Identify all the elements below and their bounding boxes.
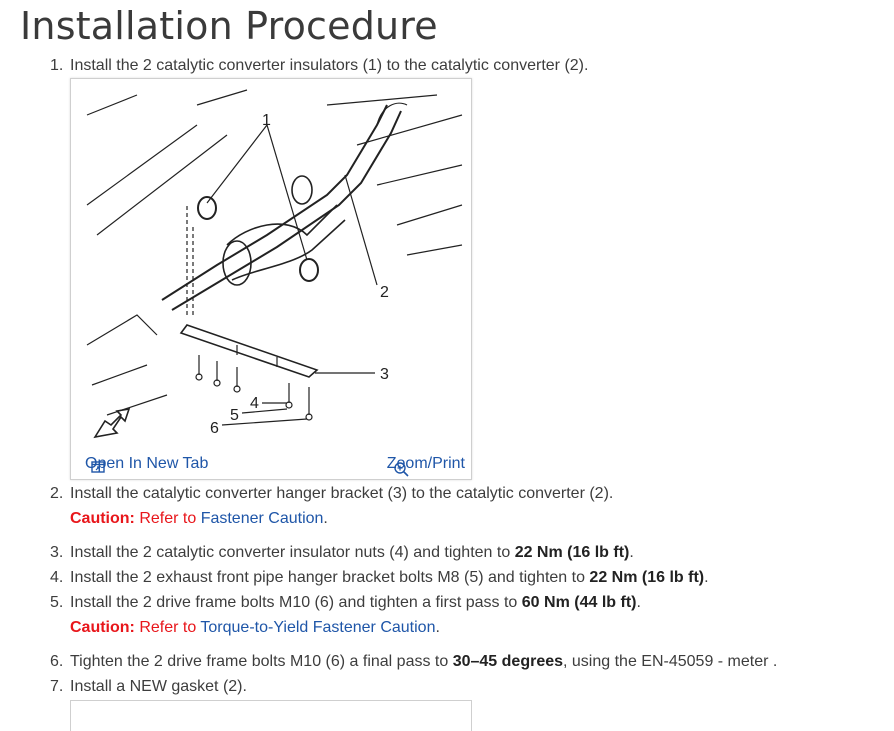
fastener-caution-link[interactable]: Fastener Caution: [200, 510, 324, 527]
zoom-print-link[interactable]: Zoom/Print: [386, 455, 465, 477]
step-6: 6. Tighten the 2 drive frame bolts M10 (6…: [50, 652, 777, 672]
step-text-pre: Install the 2 exhaust front pipe hanger …: [70, 569, 590, 586]
open-in-new-tab-label: Open In New Tab: [85, 455, 209, 472]
open-in-new-tab-link[interactable]: Open In New Tab: [85, 455, 208, 473]
illustration-figure: 1 2 3 4 5 6 Open In New Tab Zoom/Print: [70, 78, 472, 480]
step-2: 2. Install the catalytic converter hanger…: [50, 484, 613, 504]
step-text-post: , using the EN-45059 - meter .: [563, 653, 778, 670]
callout-3: 3: [380, 366, 389, 383]
step-number: 6.: [50, 653, 64, 670]
step-3: 3. Install the 2 catalytic converter insu…: [50, 543, 634, 563]
step-text-pre: Tighten the 2 drive frame bolts M10 (6) …: [70, 653, 453, 670]
step-number: 1.: [50, 57, 64, 74]
step-text-pre: Install the 2 drive frame bolts M10 (6) …: [70, 594, 522, 611]
torque-value: 22 Nm (16 lb ft): [589, 569, 705, 586]
step-text: Install a NEW gasket (2).: [70, 678, 247, 695]
caution-end: .: [435, 619, 440, 636]
caution-end: .: [323, 510, 328, 527]
zoom-in-icon: [394, 462, 409, 477]
exhaust-diagram: 1 2 3 4 5 6: [86, 89, 463, 439]
callout-6: 6: [210, 420, 219, 437]
next-figure-frame: [70, 700, 472, 731]
step-number: 3.: [50, 544, 64, 561]
step-7: 7. Install a NEW gasket (2).: [50, 677, 247, 697]
step-number: 4.: [50, 569, 64, 586]
caution-label: Caution:: [70, 619, 135, 636]
new-tab-icon: [91, 461, 105, 473]
page-title: Installation Procedure: [20, 4, 438, 48]
step-text-post: .: [636, 594, 641, 611]
torque-value: 22 Nm (16 lb ft): [514, 544, 630, 561]
step-5: 5. Install the 2 drive frame bolts M10 (6…: [50, 593, 641, 613]
zoom-print-label: Zoom/Print: [386, 455, 465, 472]
caution-label: Caution:: [70, 510, 135, 527]
callout-5: 5: [230, 407, 239, 424]
step-number: 7.: [50, 678, 64, 695]
step-text-post: .: [704, 569, 709, 586]
callout-2: 2: [380, 284, 389, 301]
caution-text: Refer to: [134, 510, 201, 527]
step-text: Install the catalytic converter hanger b…: [70, 485, 614, 502]
caution-fastener: Caution: Refer to Fastener Caution.: [70, 509, 328, 529]
step-text-pre: Install the 2 catalytic converter insula…: [70, 544, 515, 561]
torque-to-yield-caution-link[interactable]: Torque-to-Yield Fastener Caution: [200, 619, 436, 636]
angle-value: 30–45 degrees: [452, 653, 564, 670]
callout-1: 1: [262, 112, 271, 129]
callout-4: 4: [250, 395, 259, 412]
step-text-post: .: [629, 544, 634, 561]
figure-actions: Open In New Tab Zoom/Print: [71, 453, 471, 479]
step-number: 2.: [50, 485, 64, 502]
caution-torque-to-yield: Caution: Refer to Torque-to-Yield Fasten…: [70, 618, 440, 638]
caution-text: Refer to: [134, 619, 201, 636]
step-text: Install the 2 catalytic converter insula…: [70, 57, 589, 74]
torque-value: 60 Nm (44 lb ft): [521, 594, 637, 611]
step-1: 1. Install the 2 catalytic converter insu…: [50, 56, 588, 76]
step-4: 4. Install the 2 exhaust front pipe hange…: [50, 568, 709, 588]
step-number: 5.: [50, 594, 64, 611]
